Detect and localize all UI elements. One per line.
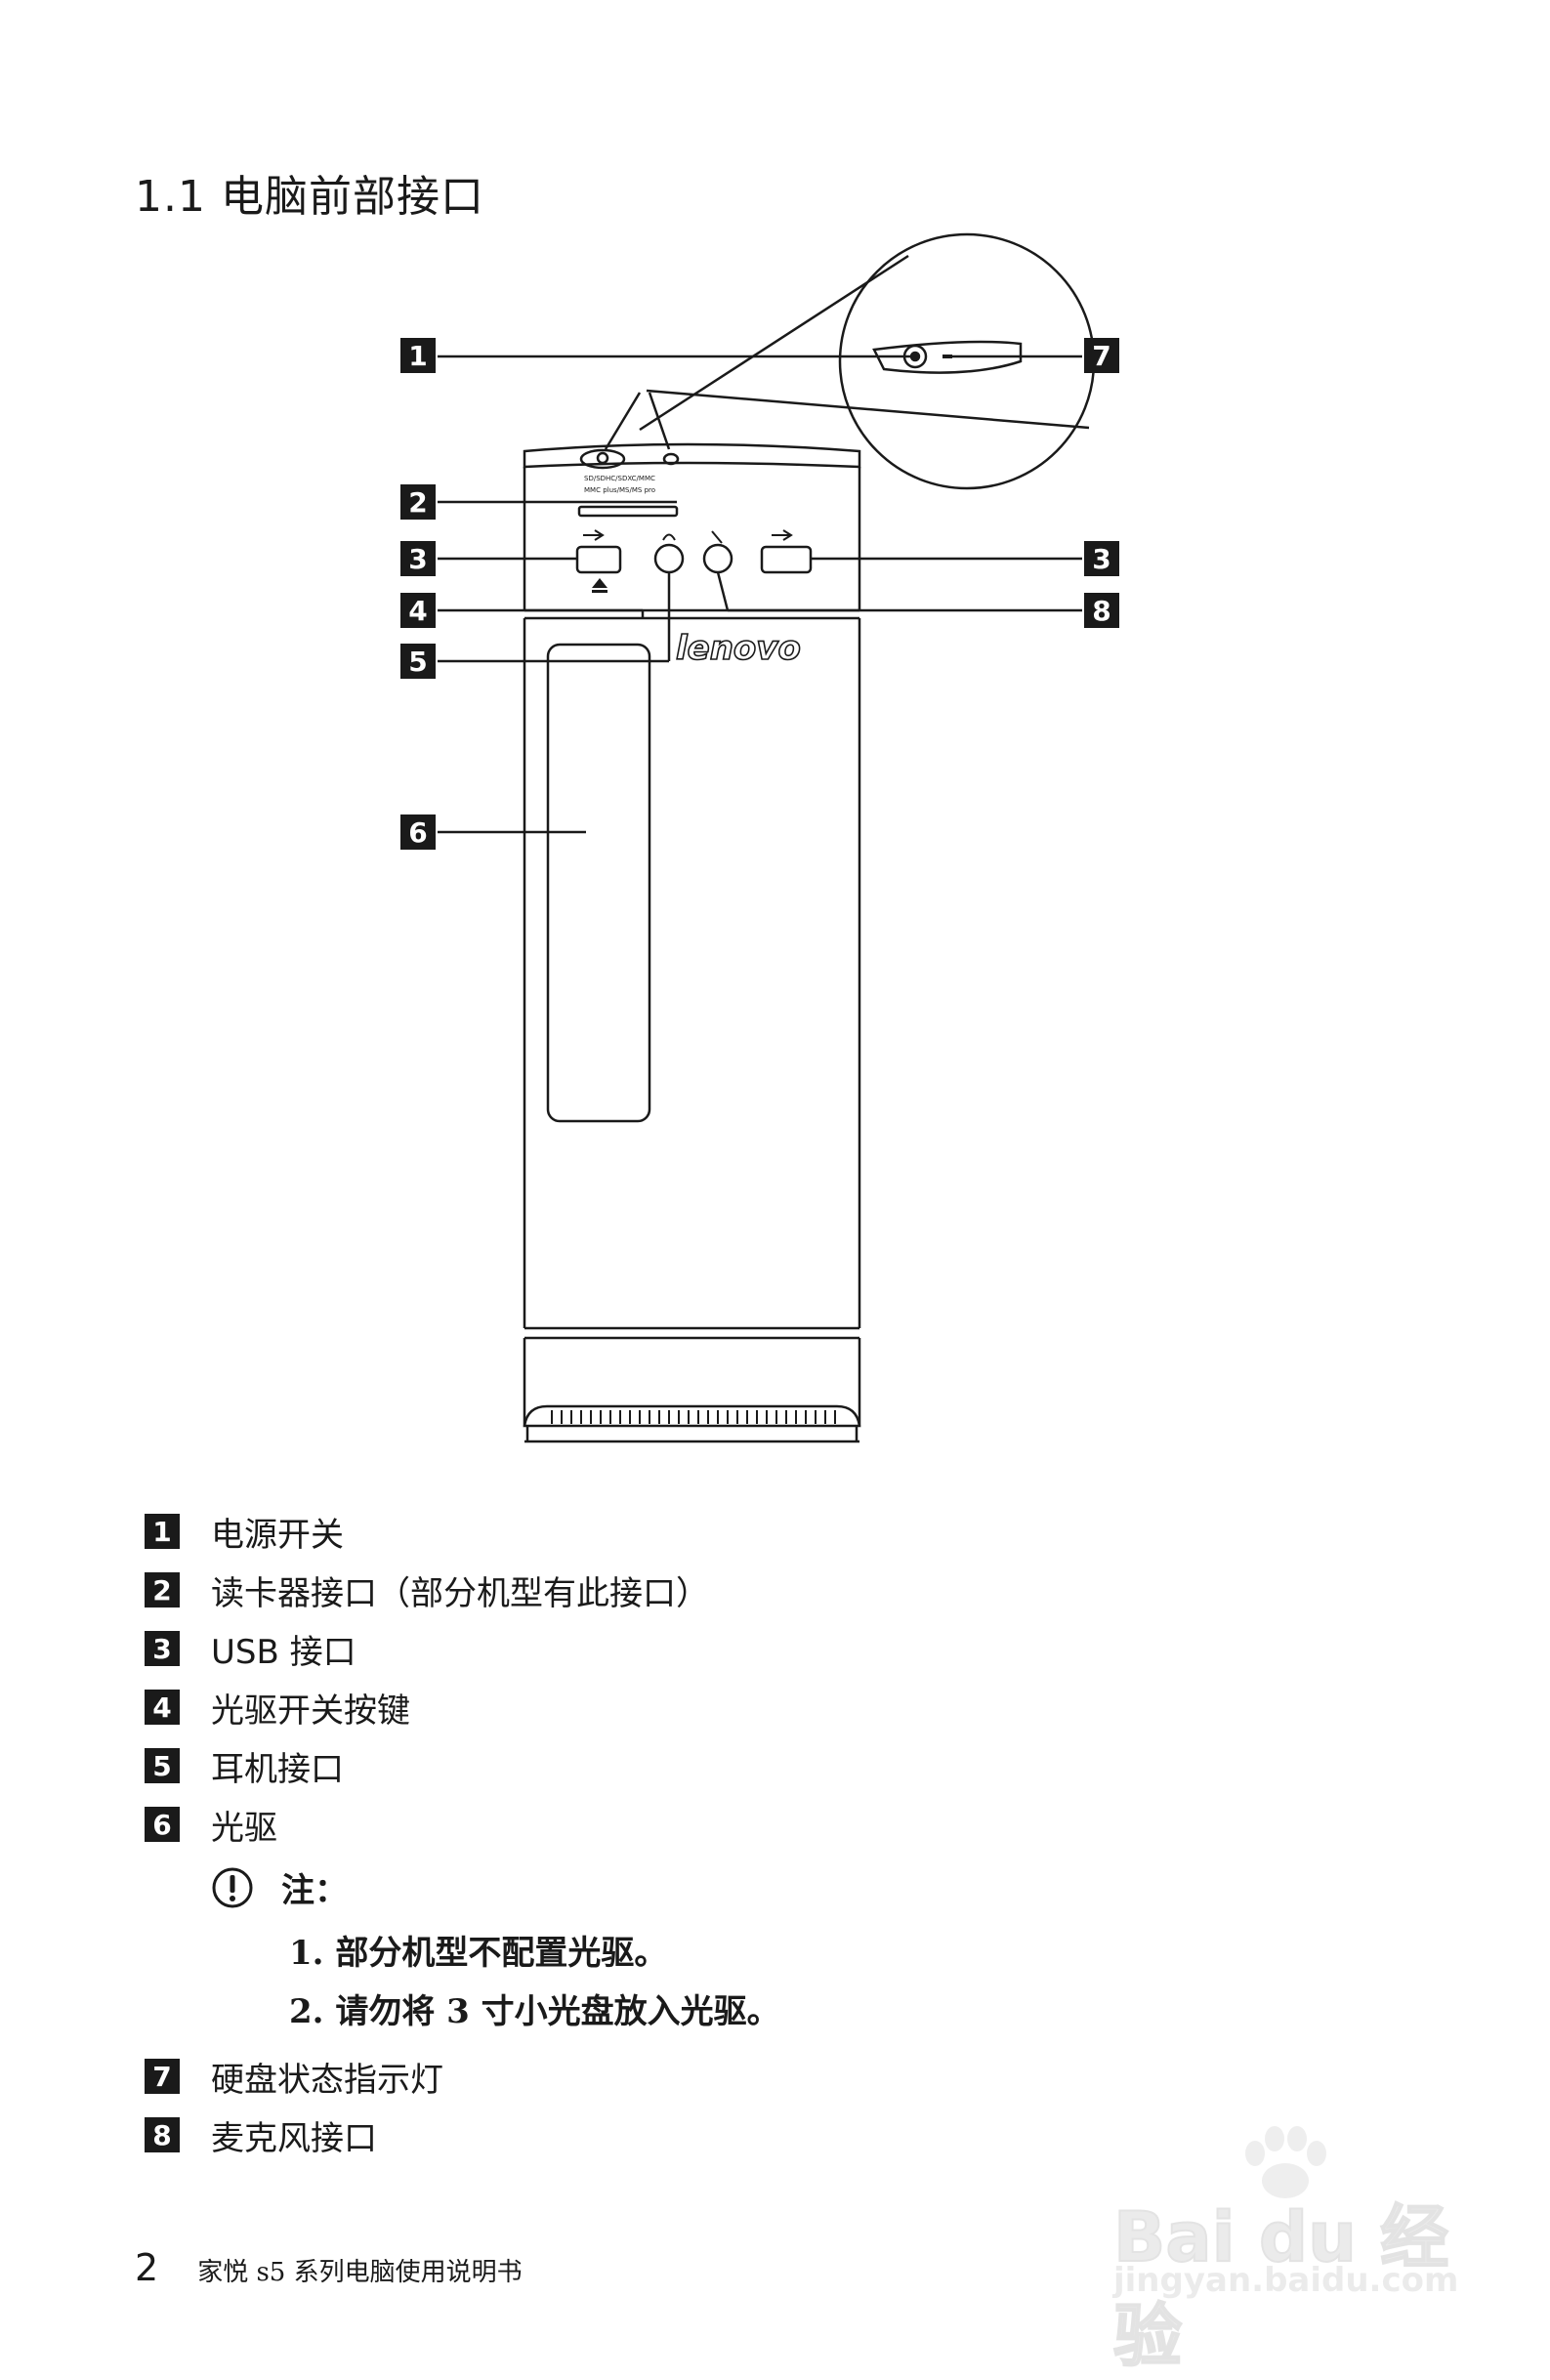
legend-item-8: 8 麦克风接口 (145, 2115, 377, 2158)
page-footer: 2 家悦 s5 系列电脑使用说明书 (135, 2246, 523, 2289)
legend-number: 7 (145, 2059, 180, 2094)
svg-text:4: 4 (408, 595, 427, 627)
legend-item-1: 1 电源开关 (145, 1512, 344, 1555)
svg-text:3: 3 (1092, 543, 1110, 575)
callout-8: 8 (1084, 593, 1119, 628)
magnifier-circle (838, 232, 1096, 490)
svg-text:7: 7 (1092, 340, 1110, 372)
callout-3-right: 3 (1084, 541, 1119, 576)
legend-text: 读卡器接口（部分机型有此接口） (211, 1573, 709, 1613)
legend-item-6: 6 光驱 (145, 1805, 277, 1848)
legend-number: 5 (145, 1748, 180, 1783)
legend-text: 光驱 (211, 1808, 277, 1848)
page-number: 2 (135, 2246, 159, 2289)
usb-symbol-right-icon (772, 529, 793, 541)
eject-icon (592, 578, 607, 588)
legend-text: 硬盘状态指示灯 (211, 2060, 443, 2100)
callout-7: 7 (1084, 338, 1119, 373)
microphone-symbol-icon (711, 530, 723, 544)
paw-logo-icon (1245, 2126, 1326, 2198)
callout-6: 6 (400, 814, 436, 850)
callout-2: 2 (400, 484, 436, 520)
note-item-2: 2. 请勿将 3 寸小光盘放入光驱。 (289, 1992, 780, 2031)
svg-text:2: 2 (408, 486, 427, 519)
note-label: 注： (281, 1871, 348, 1910)
watermark-url: jingyan.baidu.com (1113, 2261, 1459, 2300)
svg-text:5: 5 (408, 646, 427, 678)
front-panel-diagram: SD/SDHC/SDXC/MMC MMC plus/MS/MS pro leno… (400, 232, 1119, 1443)
legend-number: 6 (145, 1807, 180, 1842)
legend-text: 耳机接口 (211, 1749, 344, 1789)
legend-item-5: 5 耳机接口 (145, 1746, 344, 1789)
watermark-main-text: Bai du 经验 (1112, 2196, 1449, 2377)
legend-number: 2 (145, 1572, 180, 1608)
section-title: 1.1 电脑前部接口 (135, 172, 484, 222)
legend-number: 1 (145, 1514, 180, 1549)
footer-text: 家悦 s5 系列电脑使用说明书 (197, 2258, 523, 2287)
legend-item-4: 4 光驱开关按键 (145, 1688, 410, 1731)
headphone-symbol-icon (662, 533, 676, 541)
svg-text:6: 6 (408, 816, 427, 849)
legend-text: USB 接口 (211, 1632, 356, 1672)
legend-text: 光驱开关按键 (211, 1691, 410, 1731)
exclamation-circle-icon (212, 1867, 253, 1907)
callout-4: 4 (400, 593, 436, 628)
note-heading: 注： (211, 1863, 348, 1911)
legend-number: 8 (145, 2117, 180, 2152)
callout-1: 1 (400, 338, 436, 373)
svg-text:8: 8 (1092, 595, 1110, 627)
legend-text: 麦克风接口 (211, 2118, 377, 2158)
svg-text:1: 1 (408, 340, 427, 372)
legend-item-2: 2 读卡器接口（部分机型有此接口） (145, 1570, 709, 1613)
card-reader-label-2: MMC plus/MS/MS pro (584, 486, 655, 494)
lenovo-logo: lenovo (676, 629, 801, 668)
card-reader-label-1: SD/SDHC/SDXC/MMC (584, 475, 655, 482)
note-item-1: 1. 部分机型不配置光驱。 (289, 1934, 668, 1973)
callout-3-left: 3 (400, 541, 436, 576)
legend-item-7: 7 硬盘状态指示灯 (145, 2057, 443, 2100)
callout-5: 5 (400, 644, 436, 679)
legend-number: 3 (145, 1631, 180, 1666)
usb-symbol-left-icon (583, 529, 605, 541)
legend-number: 4 (145, 1690, 180, 1725)
legend-text: 电源开关 (211, 1515, 344, 1555)
svg-text:3: 3 (408, 543, 427, 575)
baidu-watermark: Bai du 经验 jingyan.baidu.com (1084, 2124, 1475, 2377)
legend-item-3: 3 USB 接口 (145, 1629, 356, 1672)
